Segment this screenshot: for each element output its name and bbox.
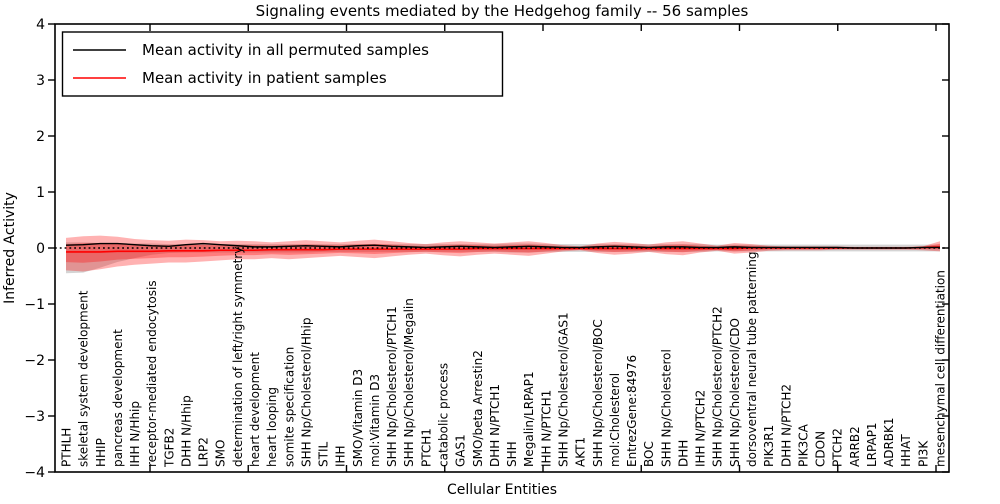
x-category-label: SHH Np/Cholesterol <box>659 349 673 467</box>
patient-samples-std-outer-band <box>66 235 940 272</box>
x-category-label: PTCH1 <box>419 428 433 467</box>
x-category-label: PIK3CA <box>796 423 810 467</box>
x-category-label: SHH Np/Cholesterol/PTCH2 <box>711 306 725 467</box>
y-axis-label: Inferred Activity <box>2 192 18 304</box>
x-category-label: heart development <box>248 352 262 467</box>
x-category-label: LRPAP1 <box>865 422 879 467</box>
x-category-label: receptor-mediated endocytosis <box>145 280 159 467</box>
x-category-label: DHH N/PTCH1 <box>488 384 502 467</box>
x-category-label: HHIP <box>94 438 108 467</box>
legend-label-patient: Mean activity in patient samples <box>142 69 387 87</box>
y-tick-label: 1 <box>36 185 45 201</box>
x-category-label: HHAT <box>899 434 913 467</box>
x-category-label: pancreas development <box>111 329 125 467</box>
x-category-label: GAS1 <box>454 434 468 467</box>
legend: Mean activity in all permuted samples Me… <box>61 31 504 97</box>
x-category-label: SHH Np/Cholesterol/CDO <box>728 318 742 467</box>
x-category-label: EntrezGene:84976 <box>625 355 639 467</box>
x-category-label: DHH N/PTCH2 <box>779 384 793 467</box>
x-category-label: LRP2 <box>197 437 211 467</box>
x-category-label: determination of left/right symmetry <box>231 247 245 467</box>
x-category-label: SHH Np/Cholesterol/PTCH1 <box>385 306 399 467</box>
x-category-label: mol:Cholesterol <box>608 373 622 467</box>
x-category-label: somite specification <box>282 347 296 467</box>
chart-title: Signaling events mediated by the Hedgeho… <box>256 2 749 20</box>
x-category-label: BOC <box>642 441 656 467</box>
x-category-label: STIL <box>317 442 331 467</box>
y-tick-label: 2 <box>36 129 45 145</box>
x-category-label: TGFB2 <box>162 428 176 468</box>
x-category-label: ADRBK1 <box>882 417 896 467</box>
y-tick-label: −4 <box>24 465 45 481</box>
y-tick-label: 0 <box>36 241 45 257</box>
x-category-label: SMO/Vitamin D3 <box>351 369 365 467</box>
x-category-label: PTCH2 <box>831 428 845 467</box>
legend-box <box>61 31 504 97</box>
x-category-label: AKT1 <box>574 437 588 467</box>
x-category-label: Megalin/LRPAP1 <box>522 371 536 467</box>
y-tick-label: 3 <box>36 73 45 89</box>
x-category-label: PI3K <box>916 440 930 467</box>
y-tick-label: −1 <box>24 297 45 313</box>
x-category-label: PIK3R1 <box>762 425 776 467</box>
x-category-label: DHH <box>676 440 690 467</box>
x-category-label: SHH Np/Cholesterol/Megalin <box>402 298 416 467</box>
series-line-layer <box>55 242 949 253</box>
x-category-label: IHH N/PTCH2 <box>694 390 708 467</box>
x-category-label: IHH N/PTCH1 <box>539 390 553 467</box>
x-category-label: SMO/beta Arrestin2 <box>471 350 485 467</box>
x-category-label: SHH Np/Cholesterol/Hhip <box>299 318 313 467</box>
x-category-label: mol:Vitamin D3 <box>368 374 382 467</box>
x-category-label: ARRB2 <box>848 426 862 467</box>
x-category-label: DHH N/Hhip <box>179 395 193 467</box>
x-axis-label: Cellular Entities <box>447 482 557 498</box>
x-category-label: SHH Np/Cholesterol/GAS1 <box>556 312 570 467</box>
y-tick-label: 4 <box>36 17 45 33</box>
x-category-label: catabolic process <box>437 363 451 467</box>
x-category-label: CDON <box>814 431 828 467</box>
band-layer <box>66 235 940 274</box>
x-category-label: mesenchymal cell differentiation <box>934 270 948 467</box>
x-category-label: SHH Np/Cholesterol/BOC <box>591 319 605 467</box>
x-category-label: SMO <box>214 440 228 467</box>
x-category-label: IHH N/Hhip <box>128 401 142 467</box>
y-tick-label: −2 <box>24 353 45 369</box>
x-category-label: dorsoventral neural tube patterning <box>745 251 759 467</box>
x-category-label: IHH <box>334 445 348 467</box>
x-category-label: PTHLH <box>60 428 74 467</box>
y-tick-label: −3 <box>24 409 45 425</box>
x-category-label: SHH <box>505 441 519 467</box>
x-category-label: skeletal system development <box>77 290 91 467</box>
x-category-label: heart looping <box>265 387 279 467</box>
legend-label-permuted: Mean activity in all permuted samples <box>142 41 429 59</box>
